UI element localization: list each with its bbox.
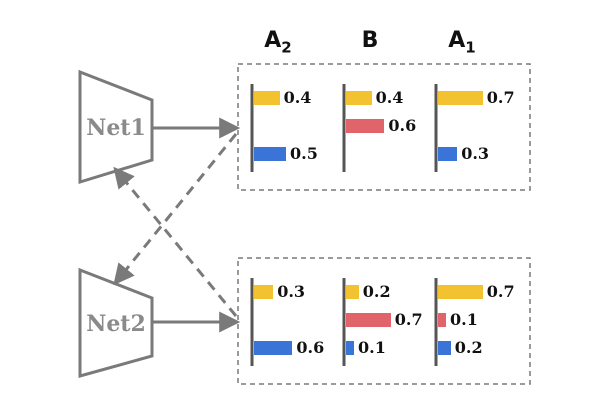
bar-value-label: 0.4: [375, 88, 404, 107]
bar: [254, 147, 286, 161]
column-header-base: A: [264, 28, 282, 53]
bar: [346, 91, 372, 105]
bar-value-label: 0.5: [290, 144, 318, 163]
bar: [346, 313, 391, 327]
bar: [438, 341, 451, 355]
bottom-to-net1-dashed-arrow: [113, 166, 238, 317]
bar: [346, 119, 385, 133]
bar: [438, 285, 483, 299]
bar-value-label: 0.6: [388, 116, 417, 135]
bar: [254, 91, 280, 105]
net2-label: Net2: [86, 311, 146, 337]
column-header-a1: A1: [432, 28, 492, 56]
bar-value-label: 0.4: [283, 88, 312, 107]
bar: [438, 91, 483, 105]
bar-value-label: 0.7: [486, 282, 515, 301]
bar-value-label: 0.3: [461, 144, 490, 163]
column-header-a2: A2: [248, 28, 308, 56]
net1-block: [78, 69, 154, 185]
top-to-net2-dashed-arrow: [113, 133, 238, 286]
bar: [438, 147, 458, 161]
column-header-b: B: [340, 28, 400, 56]
bar: [438, 313, 446, 327]
column-header-subscript: 2: [281, 38, 292, 57]
bottom-output-panel: [237, 257, 531, 385]
bar-value-label: 0.3: [277, 282, 306, 301]
bar: [346, 285, 359, 299]
top-output-panel: [237, 63, 531, 191]
bar: [254, 341, 293, 355]
bar-value-label: 0.1: [358, 338, 386, 357]
net2-block: [78, 267, 154, 378]
column-header-base: B: [361, 28, 379, 53]
column-header-base: A: [448, 28, 466, 53]
bar-value-label: 0.7: [394, 310, 423, 329]
bar-value-label: 0.1: [450, 310, 478, 329]
bar: [346, 341, 354, 355]
bar-value-label: 0.7: [486, 88, 515, 107]
bar-value-label: 0.2: [362, 282, 391, 301]
net1-label: Net1: [86, 115, 146, 141]
bar: [254, 285, 274, 299]
column-header-subscript: 1: [465, 38, 476, 57]
bar-value-label: 0.6: [296, 338, 325, 357]
bar-value-label: 0.2: [454, 338, 483, 357]
